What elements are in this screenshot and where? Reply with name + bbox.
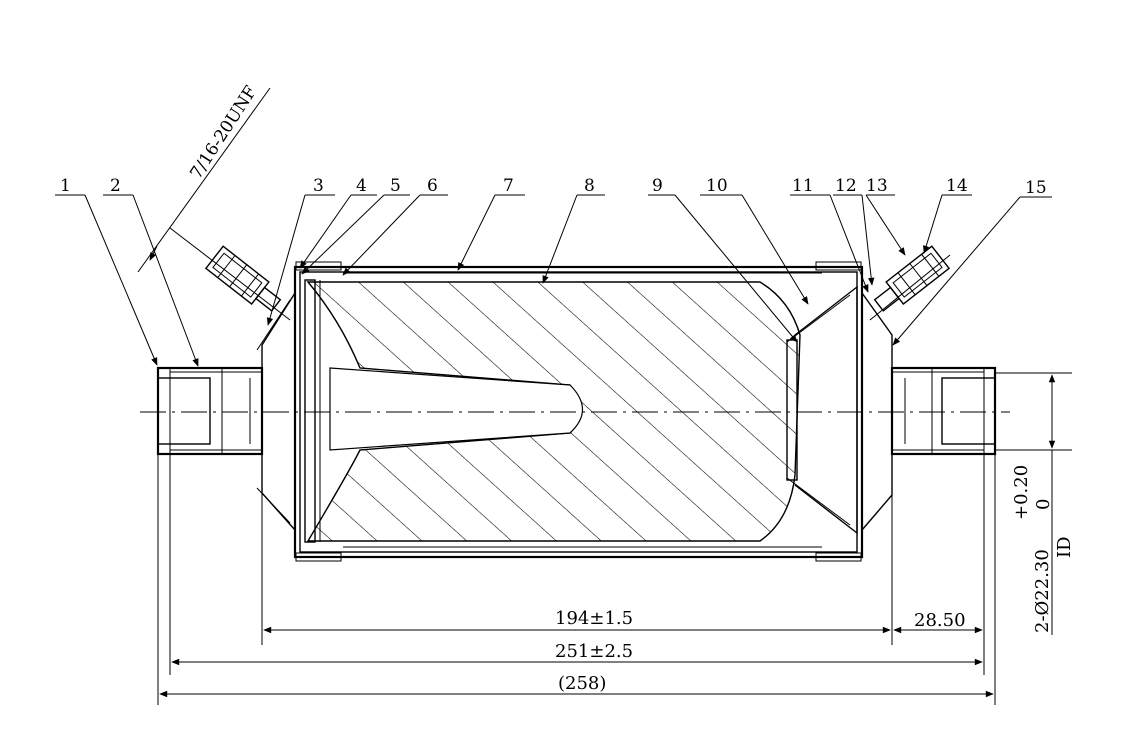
- left-tube-stub: [156, 366, 264, 456]
- right-valve-axis: [869, 254, 951, 321]
- part-label-5: 5: [390, 176, 401, 196]
- part-label-6: 6: [427, 176, 438, 196]
- dim-body-length: 194±1.5: [555, 608, 633, 629]
- part-label-8: 8: [584, 176, 595, 196]
- right-tube-stub: [890, 366, 997, 456]
- right-screen-cone: [786, 285, 858, 535]
- dim-tube-diameter: 2-Ø22.30: [1032, 549, 1053, 633]
- dim-stub-length: 28.50: [914, 610, 966, 631]
- part-label-12: 12: [835, 176, 857, 196]
- part-label-1: 1: [60, 176, 71, 196]
- part-label-3: 3: [313, 176, 324, 196]
- thread-callout: 7/16-20UNF: [137, 82, 271, 273]
- left-end-plate: [304, 279, 321, 543]
- desiccant-core: [306, 281, 801, 542]
- dim-overall-length: 251±2.5: [555, 641, 633, 662]
- dim-tube-diameter-upper-tol: +0.20: [1011, 465, 1032, 520]
- part-callouts: 1 2 3 4 5 6 7 8 9 10: [55, 176, 1052, 367]
- part-label-7: 7: [503, 176, 514, 196]
- left-valve-axis: [169, 227, 291, 321]
- thread-spec-label: 7/16-20UNF: [186, 82, 261, 182]
- left-access-valve: [204, 245, 282, 312]
- dim-tube-diameter-lower-tol: 0: [1033, 499, 1054, 510]
- dim-tube-diameter-note: ID: [1054, 536, 1075, 558]
- part-label-2: 2: [110, 176, 121, 196]
- part-label-15: 15: [1025, 178, 1047, 198]
- part-label-10: 10: [706, 176, 728, 196]
- part-label-9: 9: [652, 176, 663, 196]
- dimension-lines: [157, 372, 1072, 705]
- dim-reference-length: (258): [558, 673, 606, 694]
- part-label-13: 13: [866, 176, 888, 196]
- part-label-11: 11: [792, 176, 814, 196]
- part-label-14: 14: [946, 176, 968, 196]
- right-access-valve: [873, 245, 951, 312]
- part-label-4: 4: [356, 176, 367, 196]
- dimension-texts: 194±1.5 28.50 251±2.5 (258) 2-Ø22.30 ID …: [555, 465, 1075, 694]
